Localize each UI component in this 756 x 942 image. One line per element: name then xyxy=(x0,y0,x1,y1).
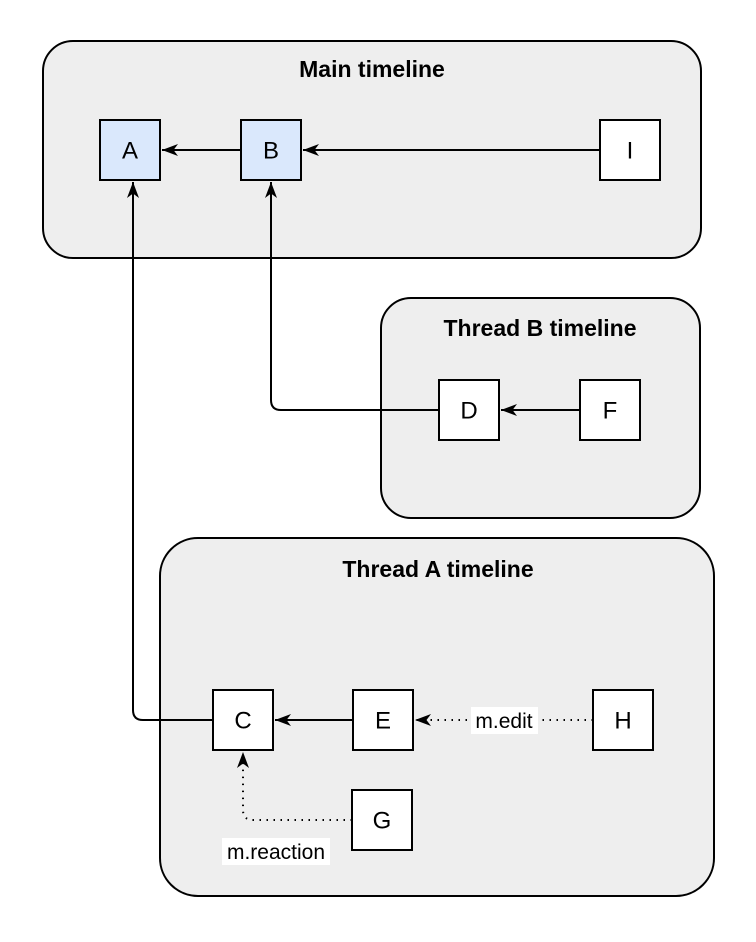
edge-label-m-reaction: m.reaction xyxy=(222,838,330,865)
event-node-C: C xyxy=(212,689,274,751)
event-node-D-box xyxy=(438,379,500,441)
main-timeline-title: Main timeline xyxy=(299,56,445,82)
event-node-H: H xyxy=(592,689,654,751)
event-node-G: G xyxy=(351,789,413,851)
edge-label-text: m.reaction xyxy=(227,841,325,864)
event-node-A-box xyxy=(99,119,161,181)
container-thread-a-timeline: Thread A timeline xyxy=(159,537,715,897)
event-node-F-label: F xyxy=(603,398,618,425)
thread-a-timeline-box xyxy=(159,537,715,897)
event-node-I-box xyxy=(599,119,661,181)
container-thread-b-timeline: Thread B timeline xyxy=(380,297,701,519)
thread-a-timeline-title: Thread A timeline xyxy=(342,556,533,582)
event-node-F: F xyxy=(579,379,641,441)
event-node-A-label: A xyxy=(122,138,138,165)
event-node-G-box xyxy=(351,789,413,851)
event-node-B: B xyxy=(240,119,302,181)
event-node-C-label: C xyxy=(234,708,251,735)
event-nodes-layer: A B I D F C E H G xyxy=(99,119,661,851)
event-node-E: E xyxy=(352,689,414,751)
event-node-F-box xyxy=(579,379,641,441)
event-node-C-box xyxy=(212,689,274,751)
event-node-B-label: B xyxy=(263,138,279,165)
edge-C-A xyxy=(127,182,213,721)
edges-layer xyxy=(127,144,600,821)
event-node-E-box xyxy=(352,689,414,751)
thread-b-timeline-title: Thread B timeline xyxy=(444,315,637,341)
event-node-I: I xyxy=(599,119,661,181)
thread-b-timeline-box xyxy=(380,297,701,519)
event-node-H-box xyxy=(592,689,654,751)
edge-G-C xyxy=(237,752,352,821)
edge-label-background xyxy=(222,838,330,865)
edge-labels-layer: m.edit m.reaction xyxy=(222,707,538,865)
edge-label-text: m.edit xyxy=(475,710,532,733)
event-node-H-label: H xyxy=(614,708,631,735)
edge-label-m-edit: m.edit xyxy=(471,707,538,734)
edge-label-background xyxy=(471,707,538,734)
edge-D-B xyxy=(265,182,439,411)
event-node-A: A xyxy=(99,119,161,181)
event-node-G-label: G xyxy=(373,808,392,835)
event-node-E-label: E xyxy=(375,708,391,735)
event-node-I-label: I xyxy=(627,138,634,165)
event-node-B-box xyxy=(240,119,302,181)
event-node-D: D xyxy=(438,379,500,441)
event-node-D-label: D xyxy=(460,398,477,425)
